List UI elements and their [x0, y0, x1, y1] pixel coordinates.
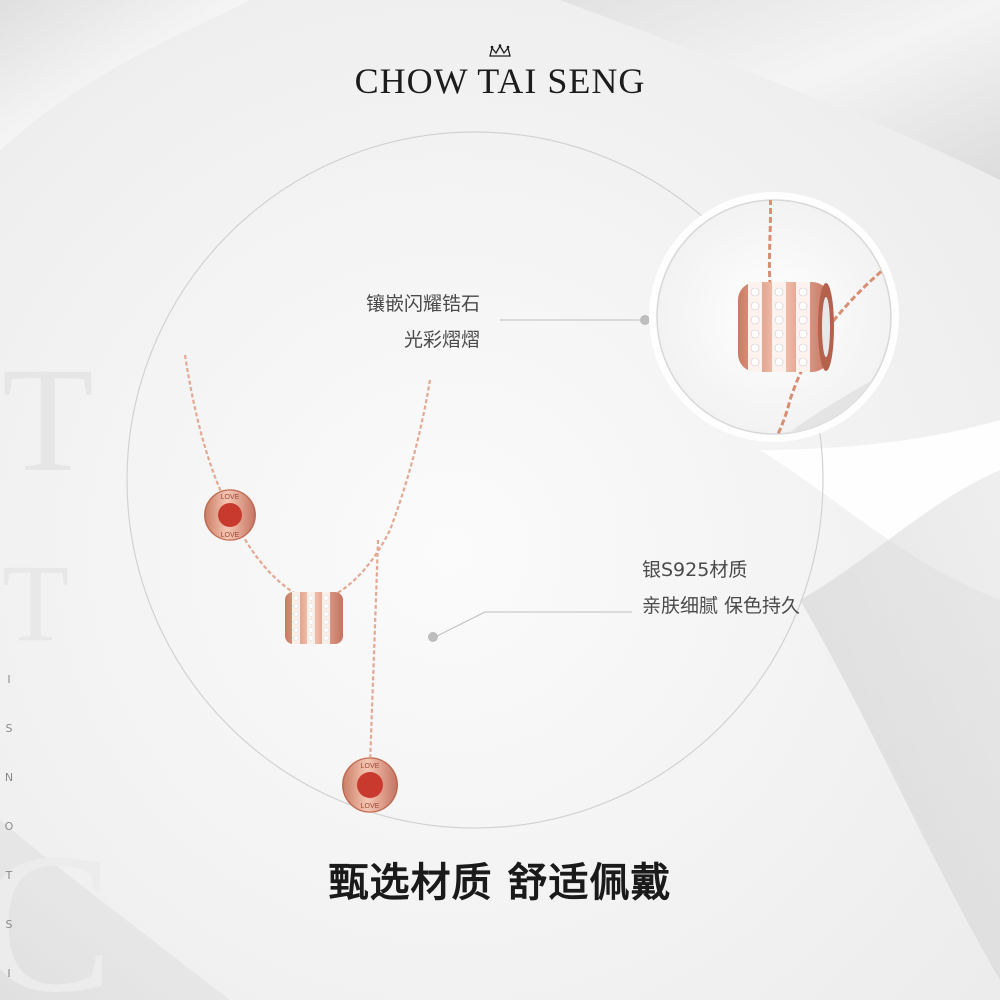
- silk-fold-bottom-left: [0, 820, 230, 1000]
- brand-logo: CHOW TAI SENG: [0, 44, 1000, 102]
- crown-icon: [489, 44, 511, 57]
- silk-fold-top-left: [0, 0, 250, 150]
- brand-name: CHOW TAI SENG: [354, 61, 646, 101]
- feature-silver: 银S925材质 亲肤细腻 保色持久: [642, 552, 800, 624]
- side-letter: S: [5, 918, 13, 931]
- feature-zircon: 镶嵌闪耀锆石 光彩熠熠: [366, 286, 480, 358]
- side-vertical-letters: I S N O T S I: [3, 655, 15, 998]
- headline: 甄选材质 舒适佩戴: [328, 860, 672, 906]
- side-letter: S: [5, 722, 13, 735]
- feature-zircon-line1: 镶嵌闪耀锆石: [365, 293, 480, 315]
- silk-fold-top-right: [560, 0, 1000, 180]
- feature-zircon-line2: 光彩熠熠: [403, 329, 480, 351]
- svg-text:C: C: [0, 813, 113, 1000]
- side-letter: I: [7, 967, 11, 980]
- side-letter: O: [4, 820, 14, 833]
- watermark-letters: T: [2, 337, 94, 503]
- silk-fold-right-shadow: [800, 470, 1000, 980]
- feature-silver-line1: 银S925材质: [642, 559, 748, 581]
- feature-silver-line2: 亲肤细腻 保色持久: [642, 595, 801, 617]
- side-letter: N: [4, 771, 14, 784]
- side-letter: T: [5, 869, 13, 882]
- svg-text:T: T: [2, 542, 69, 664]
- side-letter: I: [7, 673, 11, 686]
